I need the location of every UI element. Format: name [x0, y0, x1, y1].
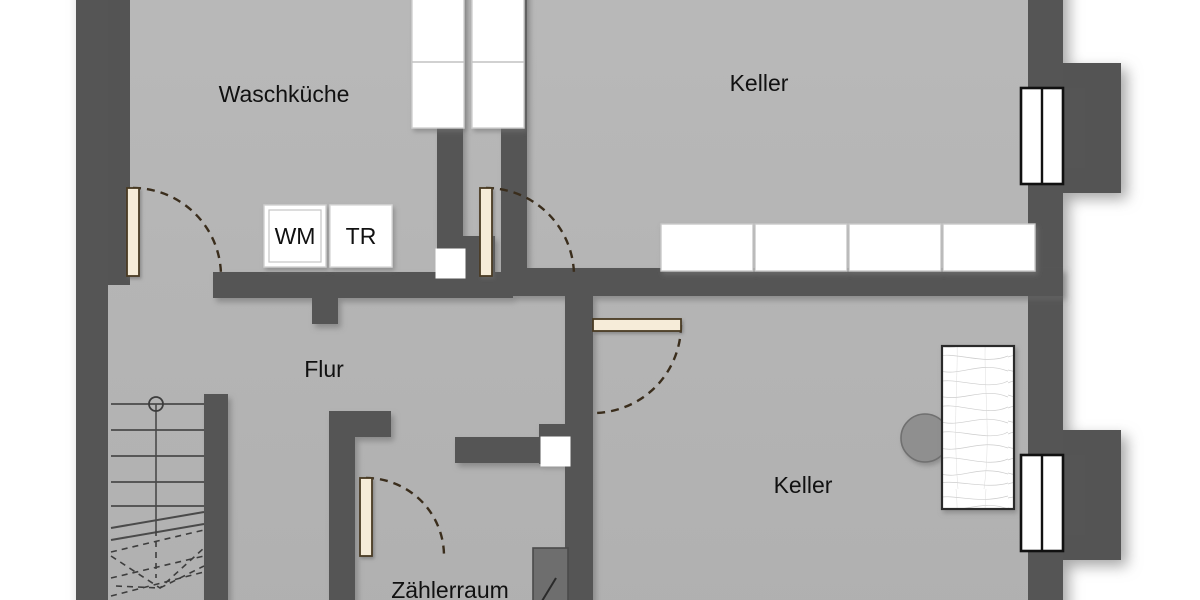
door-swing-arc	[132, 186, 223, 277]
newel-post-icon	[148, 396, 164, 412]
room-label-zaehlerraum: Zählerraum	[391, 577, 509, 600]
stair-cut-line	[110, 511, 205, 541]
door-waschkueche-east[interactable]	[479, 186, 576, 277]
light-well-upper	[1063, 63, 1121, 193]
door-waschkueche[interactable]	[126, 186, 223, 277]
room-label-keller-upper: Keller	[730, 70, 789, 96]
tumble-dryer: TR	[329, 204, 393, 268]
chimney-shaft-icon	[435, 248, 466, 279]
tall-cabinet-right	[471, 0, 525, 129]
light-wells	[1063, 63, 1121, 560]
chimney-shaft-icon	[540, 436, 571, 467]
door-leaf[interactable]	[359, 477, 373, 557]
appliance-inner-frame	[268, 209, 322, 263]
appliance-body	[329, 204, 393, 268]
light-well-lower	[1063, 430, 1121, 560]
washing-machine: WM	[263, 204, 327, 268]
wall-waschkueche-south	[213, 272, 513, 298]
stair-winder-dashed	[110, 529, 205, 597]
shelf-unit	[848, 223, 942, 272]
door-swing-arc	[485, 186, 576, 277]
shelf-unit	[942, 223, 1036, 272]
door-leaf[interactable]	[126, 187, 140, 277]
wall-keller-south	[501, 268, 1063, 296]
shelf-unit	[660, 223, 754, 272]
room-label-flur: Flur	[304, 356, 344, 382]
appliance-label-wm: WM	[275, 223, 316, 249]
shelf-unit	[754, 223, 848, 272]
wall-stair-east	[204, 394, 228, 600]
door-swing-arc	[592, 324, 683, 415]
stair-treads	[111, 403, 204, 507]
room-label-keller-lower: Keller	[774, 472, 833, 498]
appliances: WM TR	[263, 204, 393, 268]
door-swing-arc	[365, 476, 446, 557]
tall-cabinet-left	[411, 0, 465, 129]
furniture	[411, 0, 1036, 600]
door-leaf[interactable]	[592, 318, 682, 332]
windows	[1019, 86, 1065, 553]
stair-handrail	[148, 396, 164, 530]
room-labels: Waschküche Keller Flur Keller Zählerraum	[219, 70, 833, 600]
appliance-label-tr: TR	[346, 223, 377, 249]
doors	[126, 186, 683, 557]
door-zaehlerraum[interactable]	[359, 476, 446, 557]
workbench	[940, 344, 1016, 511]
wall-zaehlerraum-west	[329, 411, 355, 600]
basement-window-lower	[1019, 453, 1065, 553]
wall-zaehlerraum-nw-stub	[329, 411, 391, 437]
appliance-body	[263, 204, 327, 268]
left-wall-thickening	[108, 0, 130, 285]
meter-cabinet	[532, 547, 569, 600]
staircase	[110, 396, 205, 597]
shafts	[435, 248, 571, 467]
shelf-row	[660, 223, 1036, 272]
basement-window-upper	[1019, 86, 1065, 186]
door-leaf[interactable]	[479, 187, 493, 277]
door-keller-upper[interactable]	[592, 318, 683, 415]
room-label-waschkueche: Waschküche	[219, 81, 350, 107]
wall-stub-flur-north	[312, 272, 338, 324]
